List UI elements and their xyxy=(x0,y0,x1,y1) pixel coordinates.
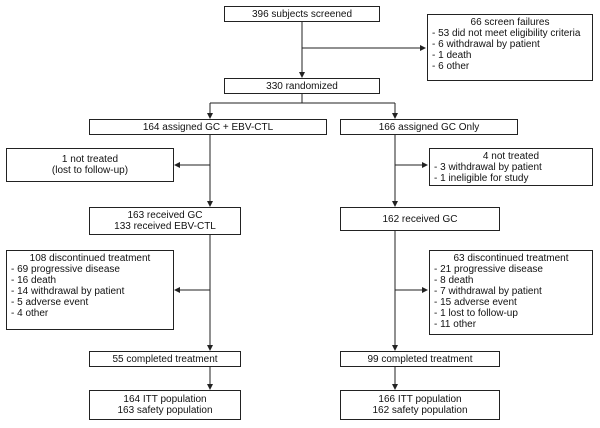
right-population-line: 166 ITT population xyxy=(378,394,462,405)
left-received-line: 133 received EBV-CTL xyxy=(114,221,216,232)
right-assigned-box: 166 assigned GC Only xyxy=(340,119,518,135)
arrowhead-assigned-left xyxy=(207,113,213,119)
screen-failure-item: - 1 death xyxy=(432,50,472,61)
right-discontinued-item: - 8 death xyxy=(434,275,474,286)
arrowhead-screen-failures xyxy=(420,45,426,51)
left-completed-text: 55 completed treatment xyxy=(112,353,218,365)
arrowhead-left-received xyxy=(207,201,213,207)
left-assigned-text: 164 assigned GC + EBV-CTL xyxy=(142,121,274,133)
left-completed-box: 55 completed treatment xyxy=(89,351,241,367)
right-not-treated-item: - 3 withdrawal by patient xyxy=(434,162,542,173)
arrowhead-right-discontinued xyxy=(422,287,428,293)
screened-text: 396 subjects screened xyxy=(251,8,353,20)
left-assigned-box: 164 assigned GC + EBV-CTL xyxy=(89,119,327,135)
screen-failure-item: - 6 withdrawal by patient xyxy=(432,39,540,50)
right-discontinued-item: - 1 lost to follow-up xyxy=(434,308,518,319)
left-discontinued-box: 108 discontinued treatment - 69 progress… xyxy=(6,250,174,330)
left-discontinued-title: 108 discontinued treatment xyxy=(29,253,151,264)
arrowhead-right-completed xyxy=(392,345,398,351)
left-population-line: 163 safety population xyxy=(117,405,213,416)
left-discontinued-item: - 69 progressive disease xyxy=(11,264,120,275)
randomized-box: 330 randomized xyxy=(224,78,380,94)
left-received-line: 163 received GC xyxy=(127,210,203,221)
arrowhead-right-population xyxy=(392,384,398,390)
right-not-treated-title: 4 not treated xyxy=(482,151,540,162)
right-discontinued-item: - 11 other xyxy=(434,319,477,330)
right-population-box: 166 ITT population 162 safety population xyxy=(340,390,500,420)
right-discontinued-box: 63 discontinued treatment - 21 progressi… xyxy=(429,250,593,335)
left-population-box: 164 ITT population 163 safety population xyxy=(89,390,241,420)
screen-failure-item: - 53 did not meet eligibility criteria xyxy=(432,28,581,39)
left-discontinued-item: - 16 death xyxy=(11,275,57,286)
left-discontinued-item: - 14 withdrawal by patient xyxy=(11,286,125,297)
right-received-box: 162 received GC xyxy=(340,207,500,231)
arrowhead-left-discontinued xyxy=(174,287,180,293)
left-population-line: 164 ITT population xyxy=(123,394,207,405)
left-discontinued-item: - 5 adverse event xyxy=(11,297,89,308)
arrowhead-left-completed xyxy=(207,345,213,351)
arrowhead-left-population xyxy=(207,384,213,390)
left-received-box: 163 received GC 133 received EBV-CTL xyxy=(89,207,241,235)
arrowhead-left-not-treated xyxy=(174,162,180,168)
screen-failure-item: - 6 other xyxy=(432,61,470,72)
right-discontinued-item: - 7 withdrawal by patient xyxy=(434,286,542,297)
screened-box: 396 subjects screened xyxy=(224,6,380,22)
left-discontinued-item: - 4 other xyxy=(11,308,49,319)
right-completed-box: 99 completed treatment xyxy=(340,351,500,367)
randomized-text: 330 randomized xyxy=(266,80,338,92)
left-not-treated-box: 1 not treated (lost to follow-up) xyxy=(6,148,174,182)
right-population-line: 162 safety population xyxy=(372,405,468,416)
right-assigned-text: 166 assigned GC Only xyxy=(378,121,480,133)
screen-failures-box: 66 screen failures - 53 did not meet eli… xyxy=(427,14,593,81)
arrowhead-right-not-treated xyxy=(422,162,428,168)
right-completed-text: 99 completed treatment xyxy=(367,353,473,365)
arrowhead-randomized xyxy=(299,72,305,78)
left-not-treated-line: 1 not treated xyxy=(61,154,119,165)
right-not-treated-item: - 1 ineligible for study xyxy=(434,173,529,184)
arrowhead-right-received xyxy=(392,201,398,207)
right-received-text: 162 received GC xyxy=(382,213,458,225)
arrowhead-assigned-right xyxy=(392,113,398,119)
right-discontinued-item: - 15 adverse event xyxy=(434,297,517,308)
screen-failures-title: 66 screen failures xyxy=(470,17,550,28)
right-discontinued-item: - 21 progressive disease xyxy=(434,264,543,275)
left-not-treated-line: (lost to follow-up) xyxy=(51,165,129,176)
right-not-treated-box: 4 not treated - 3 withdrawal by patient … xyxy=(429,148,593,186)
right-discontinued-title: 63 discontinued treatment xyxy=(453,253,569,264)
